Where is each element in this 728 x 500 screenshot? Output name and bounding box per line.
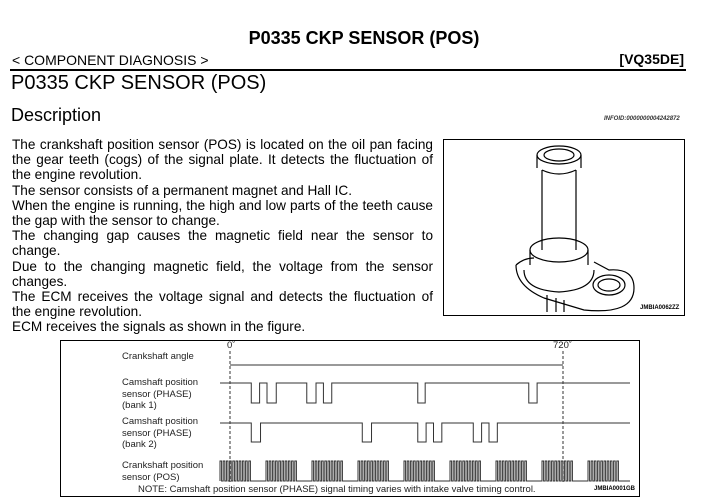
label-line: Crankshaft position — [122, 460, 204, 471]
paragraph: The changing gap causes the magnetic fie… — [12, 228, 433, 259]
label-line: Camshaft position — [122, 416, 199, 427]
label-line: (bank 2) — [122, 439, 157, 450]
paragraph: When the engine is running, the high and… — [12, 197, 433, 229]
pos-waveform — [219, 460, 630, 482]
header-rule — [10, 69, 686, 71]
label-line: (bank 1) — [122, 400, 157, 411]
angle-start-label: 0˚ — [227, 340, 236, 351]
paragraph: The ECM receives the voltage signal and … — [12, 289, 433, 320]
timing-note: NOTE: Camshaft position sensor (PHASE) s… — [138, 484, 536, 495]
page-header-title: P0335 CKP SENSOR (POS) — [248, 28, 480, 48]
paragraph: ECM receives the signals as shown in the… — [12, 319, 306, 335]
crankshaft-sensor-drawing — [515, 145, 635, 312]
info-id: INFOID:0000000004242872 — [604, 116, 680, 122]
description-body: The crankshaft position sensor (POS) is … — [12, 137, 433, 335]
label-bank2: Camshaft position sensor (PHASE) (bank 2… — [122, 416, 198, 451]
figure-code: JMBIA0062ZZ — [640, 305, 680, 311]
label-pos: Crankshaft position sensor (POS) — [122, 460, 203, 483]
paragraph: The crankshaft position sensor (POS) is … — [12, 137, 433, 183]
label-line: sensor (PHASE) — [122, 427, 192, 439]
label-bank1: Camshaft position sensor (PHASE) (bank 1… — [122, 377, 198, 412]
section-title: P0335 CKP SENSOR (POS) — [11, 72, 267, 94]
paragraph: The sensor consists of a permanent magne… — [12, 182, 353, 198]
timing-diagram — [60, 340, 640, 497]
label-line: sensor (POS) — [122, 471, 180, 483]
label-line: Camshaft position — [122, 377, 199, 388]
description-heading: Description — [11, 105, 102, 125]
engine-code: [VQ35DE] — [619, 51, 684, 67]
timing-figure-code: JMBIA0001GB — [594, 486, 636, 492]
paragraph: Due to the changing magnetic field, the … — [12, 258, 433, 289]
label-crankshaft-angle: Crankshaft angle — [122, 351, 194, 362]
label-line: sensor (PHASE) — [122, 388, 192, 400]
breadcrumb: < COMPONENT DIAGNOSIS > — [12, 52, 209, 68]
bank2-waveform — [220, 422, 630, 443]
sensor-illustration — [443, 139, 685, 316]
bank1-waveform — [220, 382, 630, 404]
angle-end-label: 720˚ — [553, 340, 573, 351]
